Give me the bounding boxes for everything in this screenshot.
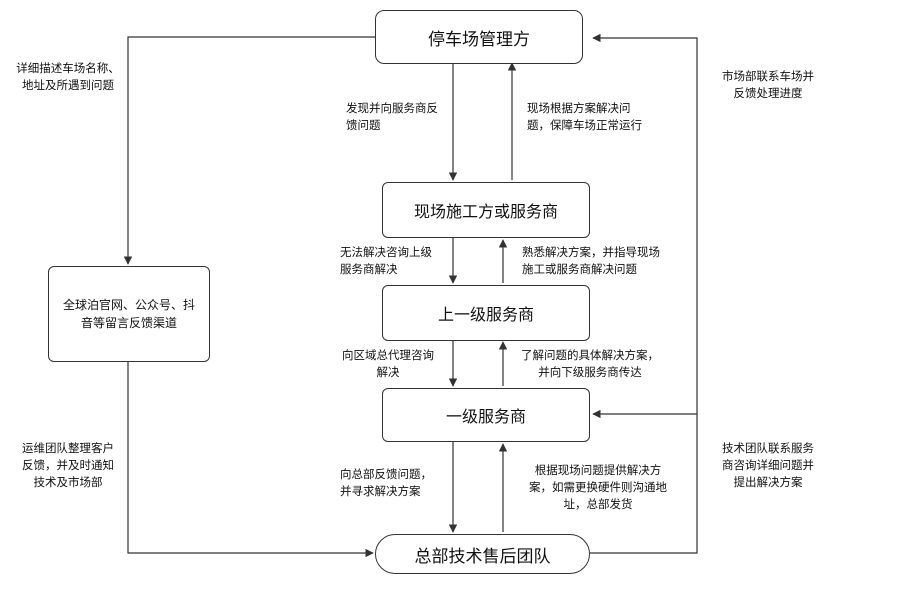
label-left-top: 详细描述车场名称、 地址及所遇到问题 — [16, 61, 120, 92]
label-down-1: 发现并向服务商反 馈问题 — [346, 101, 438, 132]
node-hq-team: 总部技术售后团队 — [375, 534, 590, 574]
label-down-3: 向区域总代理咨询 解决 — [342, 348, 434, 379]
node-first-level: 一级服务商 — [382, 388, 590, 442]
node-upper-service: 上一级服务商 — [382, 285, 590, 341]
label-down-2: 无法解决咨询上级 服务商解决 — [340, 245, 432, 276]
edge-channels-to-hq — [127, 362, 374, 558]
label-left-bottom: 运维团队整理客户 反馈，并及时通知 技术及市场部 — [22, 441, 114, 489]
node-channels: 全球泊官网、公众号、抖音等留言反馈渠道 — [48, 266, 210, 362]
node-parking-manager: 停车场管理方 — [375, 10, 583, 64]
label-right-top: 市场部联系车场并 反馈处理进度 — [722, 69, 814, 100]
label-down-4: 向总部反馈问题， 并寻求解决方案 — [340, 467, 432, 498]
node-field-service: 现场施工方或服务商 — [382, 182, 590, 238]
label-right-bottom: 技术团队联系服务 商咨询详细问题并 提出解决方案 — [722, 441, 814, 489]
label-up-4: 根据现场问题提供解决方 案，如需更换硬件则沟通地 址，总部发货 — [529, 463, 667, 511]
label-up-1: 现场根据方案解决问 题，保障车场正常运行 — [527, 101, 642, 132]
label-up-3: 了解问题的具体解决方案， 并向下级服务商传达 — [521, 348, 659, 379]
label-up-2: 熟悉解决方案，并指导现场 施工或服务商解决问题 — [522, 245, 660, 276]
edge-hq-to-manager — [590, 33, 698, 554]
edge-manager-to-channels — [123, 36, 375, 265]
